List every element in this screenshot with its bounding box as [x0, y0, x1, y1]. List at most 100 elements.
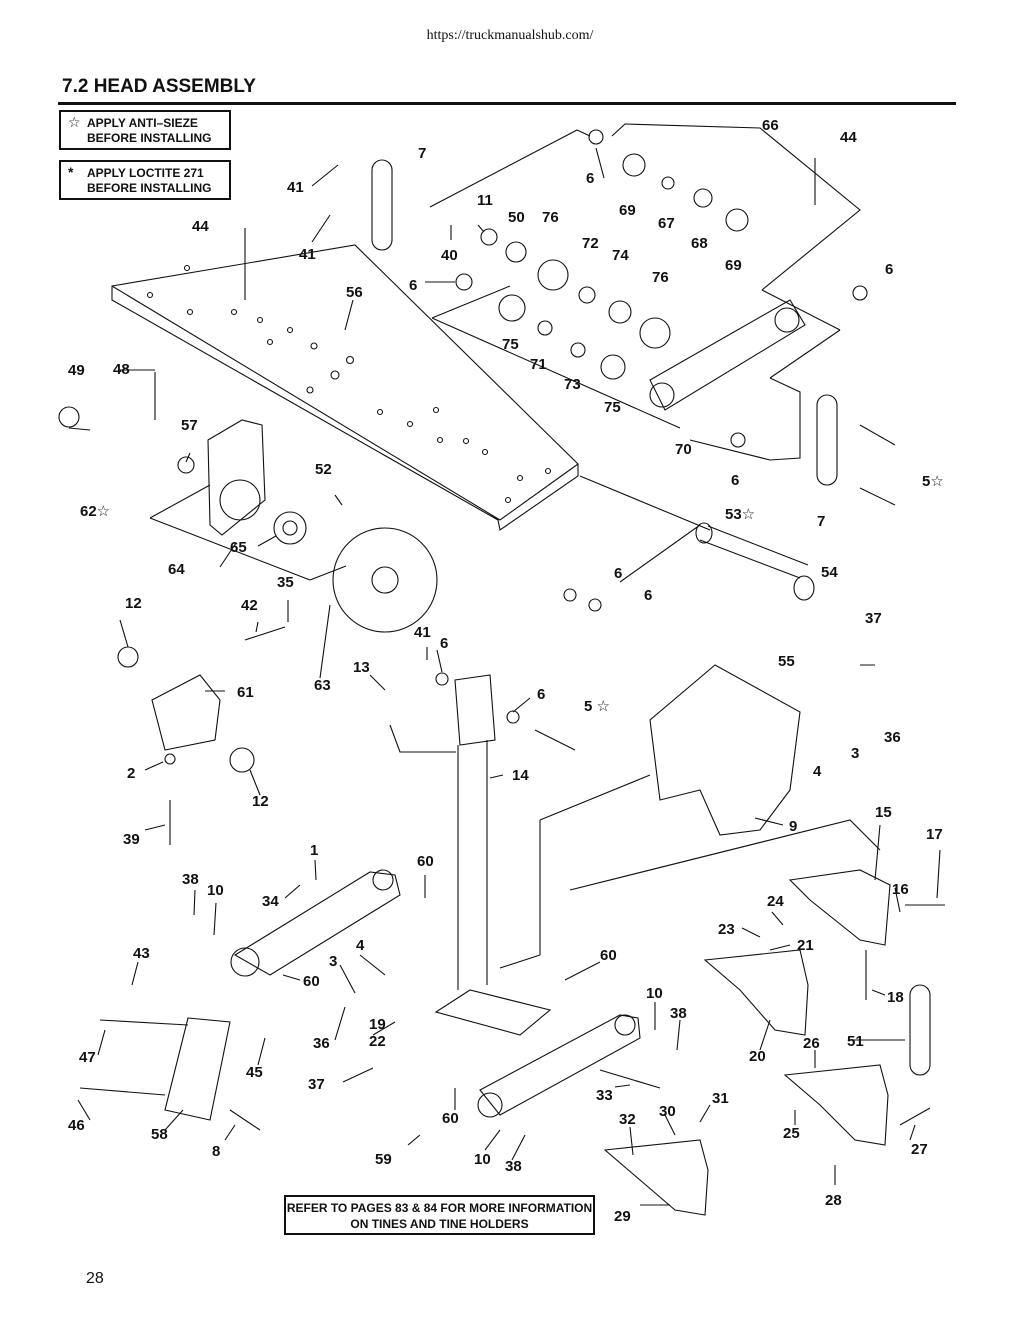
callout: 67 [658, 215, 675, 232]
callout: 65 [230, 539, 247, 556]
asterisk-icon: * [68, 164, 74, 180]
callout: 11 [477, 192, 493, 209]
callout: 44 [840, 129, 857, 146]
callout: 41 [287, 179, 304, 196]
callout: 24 [767, 893, 784, 910]
callout: 7 [418, 145, 426, 162]
callout: 34 [262, 893, 279, 910]
callout: 66 [762, 117, 779, 134]
callout: 57 [181, 417, 198, 434]
callout: 62☆ [80, 503, 110, 520]
bracket [164, 1017, 231, 1121]
callout: 40 [441, 247, 458, 264]
callout: 6 [614, 565, 622, 582]
washers [58, 129, 868, 773]
anti-sieze-note: ☆ APPLY ANTI–SIEZE BEFORE INSTALLING [59, 110, 231, 150]
callout: 31 [712, 1090, 729, 1107]
callout: 6 [537, 686, 545, 703]
callout: 44 [192, 218, 209, 235]
callout: 16 [892, 881, 909, 898]
bearing-block-64 [207, 419, 266, 536]
loctite-note: * APPLY LOCTITE 271 BEFORE INSTALLING [59, 160, 231, 200]
callout: 45 [246, 1064, 263, 1081]
callout: 60 [442, 1110, 459, 1127]
callout: 13 [353, 659, 370, 676]
arm-lower [479, 1014, 641, 1116]
strap-top [371, 159, 393, 251]
callout: 18 [887, 989, 904, 1006]
tine-holder-20 [703, 949, 809, 1036]
plate-holes [146, 264, 552, 504]
callout: 22 [369, 1033, 386, 1050]
tine-holder-29 [603, 1139, 709, 1216]
callout: 60 [303, 973, 320, 990]
callout-labels: 66 44 7 41 6 11 50 76 69 67 68 69 6 40 7… [68, 117, 944, 1225]
callout: 4 [813, 763, 822, 780]
callout: 38 [670, 1005, 687, 1022]
callout: 60 [417, 853, 434, 870]
callout: 47 [79, 1049, 96, 1066]
callout: 36 [313, 1035, 330, 1052]
callout: 12 [125, 595, 142, 612]
callout: 5☆ [922, 473, 944, 490]
callout: 5 ☆ [584, 698, 610, 715]
callout: 2 [127, 765, 135, 782]
callout: 64 [168, 561, 185, 578]
anti-sieze-note-text: APPLY ANTI–SIEZE BEFORE INSTALLING [87, 116, 212, 145]
callout: 75 [502, 336, 519, 353]
callout: 32 [619, 1111, 636, 1128]
tine-holder-15 [788, 869, 891, 946]
callout: 58 [151, 1126, 168, 1143]
pin-51 [909, 984, 931, 1076]
callout: 74 [612, 247, 629, 264]
callout: 6 [644, 587, 652, 604]
callout: 37 [308, 1076, 325, 1093]
source-url[interactable]: https://truckmanualshub.com/ [426, 28, 594, 43]
callout: 69 [619, 202, 636, 219]
column [457, 740, 488, 990]
callout: 9 [789, 818, 797, 835]
callout: 6 [885, 261, 893, 278]
callout: 7 [817, 513, 825, 530]
callout: 25 [783, 1125, 800, 1142]
callout: 10 [207, 882, 224, 899]
callout: 26 [803, 1035, 820, 1052]
callout: 17 [926, 826, 943, 843]
link-arm [649, 299, 806, 411]
callout: 63 [314, 677, 331, 694]
callout: 70 [675, 441, 692, 458]
callout: 72 [582, 235, 599, 252]
callout: 10 [474, 1151, 491, 1168]
callout: 8 [212, 1143, 220, 1160]
callout: 39 [123, 831, 140, 848]
callout: 55 [778, 653, 795, 670]
callout: 6 [409, 277, 417, 294]
callout: 76 [542, 209, 559, 226]
callout: 71 [530, 356, 547, 373]
callout: 50 [508, 209, 525, 226]
tine-holder-25 [783, 1064, 889, 1146]
callout: 76 [652, 269, 669, 286]
callout: 56 [346, 284, 363, 301]
callout: 61 [237, 684, 254, 701]
callout: 43 [133, 945, 150, 962]
callout: 12 [252, 793, 269, 810]
cover [649, 664, 801, 836]
callout: 27 [911, 1141, 928, 1158]
loctite-note-text: APPLY LOCTITE 271 BEFORE INSTALLING [87, 166, 212, 195]
callout: 3 [851, 745, 859, 762]
callout: 73 [564, 376, 581, 393]
callout: 37 [865, 610, 882, 627]
base-plate [434, 989, 552, 1036]
callout: 23 [718, 921, 735, 938]
callout: 46 [68, 1117, 85, 1134]
callout: 52 [315, 461, 332, 478]
callout: 15 [875, 804, 892, 821]
strap-right [816, 394, 838, 486]
callout: 35 [277, 574, 294, 591]
shaft [695, 522, 815, 601]
refer-pages-note: REFER TO PAGES 83 & 84 FOR MORE INFORMAT… [284, 1195, 595, 1235]
callout: 53☆ [725, 506, 755, 523]
callout: 20 [749, 1048, 766, 1065]
sprocket [332, 527, 438, 633]
